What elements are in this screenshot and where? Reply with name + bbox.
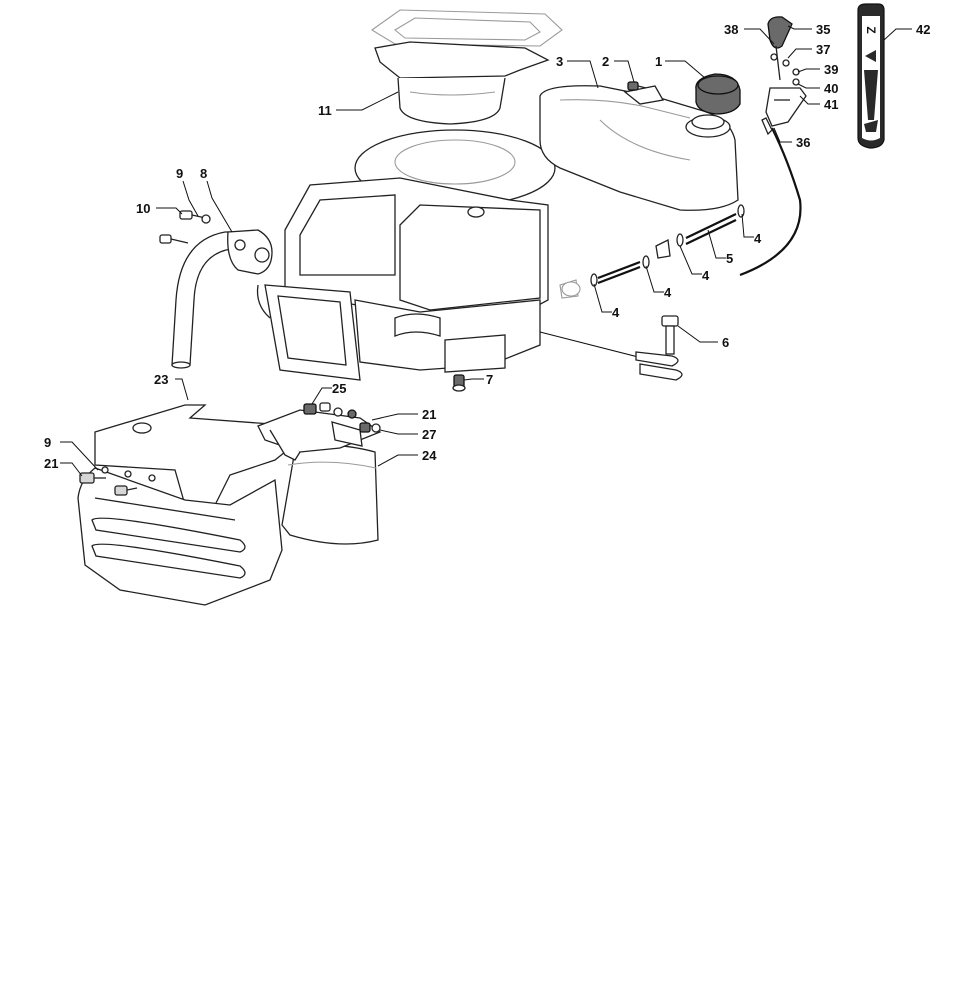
label-hose-clamp: 4 — [664, 285, 672, 300]
label-gasket: 8 — [200, 166, 207, 181]
label-washer-40: 40 — [824, 81, 838, 96]
label-tank-bolt: 2 — [602, 54, 609, 69]
label-nut-27: 27 — [422, 427, 436, 442]
bolt-lower — [159, 234, 189, 244]
tank-bolt — [627, 81, 647, 91]
muffler-guard — [77, 404, 301, 606]
part-labels: 1 2 3 4 4 4 4 5 6 7 8 9 10 11 21 23 24 2… — [44, 22, 930, 471]
label-cable-36: 36 — [796, 135, 810, 150]
label-screw-21-left: 21 — [44, 456, 58, 471]
fuel-hose-system — [559, 204, 745, 299]
label-screw-39: 39 — [824, 62, 838, 77]
label-washer-9-left: 9 — [44, 435, 51, 450]
label-air-cover: 11 — [318, 103, 332, 118]
throttle-cable — [739, 117, 802, 277]
label-bracket-41: 41 — [824, 97, 838, 112]
fuel-tank — [539, 85, 739, 211]
label-muffler-guard: 23 — [154, 372, 168, 387]
engine-bolt — [661, 315, 679, 355]
leader-lines — [60, 25, 912, 477]
throttle-lever — [765, 45, 807, 127]
label-fuel-cap: 1 — [655, 54, 662, 69]
label-hose-clamp: 4 — [702, 268, 710, 283]
label-washer-9: 9 — [176, 166, 183, 181]
screw-21-left — [79, 472, 106, 484]
screw-21-left-b — [114, 485, 138, 496]
label-knob-35: 35 — [816, 22, 830, 37]
fuel-cap — [695, 73, 741, 115]
label-lever-37: 37 — [816, 42, 830, 57]
engine-body — [256, 129, 556, 381]
label-hose-clamp: 4 — [612, 305, 620, 320]
label-fuel-hose: 5 — [726, 251, 733, 266]
label-washer-21: 21 — [422, 407, 436, 422]
exhaust-gasket — [227, 229, 273, 275]
throttle-decal: Z — [857, 3, 885, 149]
air-filter-cover — [371, 9, 563, 125]
throttle-knob — [767, 16, 793, 49]
label-muffler: 24 — [422, 448, 437, 463]
label-spring-38: 38 — [724, 22, 738, 37]
label-clip-25: 25 — [332, 381, 346, 396]
bolt-10 — [179, 210, 211, 224]
engine-screw-7 — [452, 374, 466, 392]
clip-25 — [303, 403, 317, 415]
label-bolt-10: 10 — [136, 201, 150, 216]
label-engine-bolt: 6 — [722, 335, 729, 350]
label-hose-clamp: 4 — [754, 231, 762, 246]
label-decal-42: 42 — [916, 22, 930, 37]
label-fuel-tank: 3 — [556, 54, 563, 69]
decal-letter: Z — [864, 26, 878, 33]
engine-mount-bracket — [539, 331, 683, 381]
washer-nut-21-27 — [319, 402, 381, 433]
muffler — [257, 409, 382, 545]
label-screw-7: 7 — [486, 372, 493, 387]
